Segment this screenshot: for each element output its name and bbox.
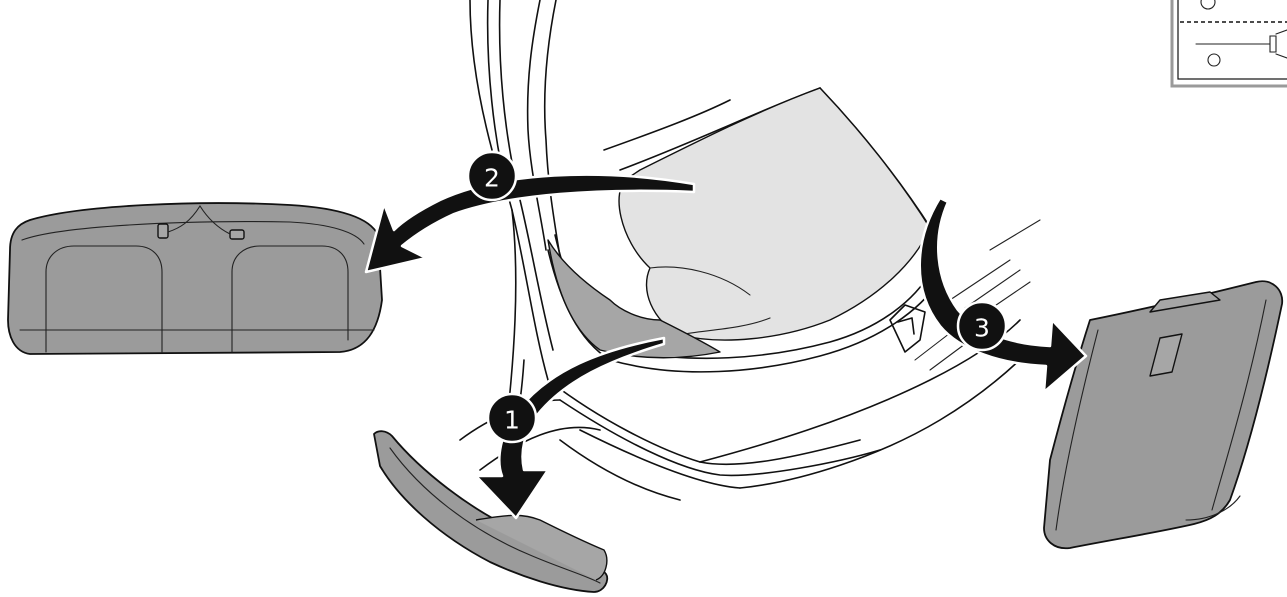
- step-badge-3: 3: [958, 302, 1006, 350]
- step-number-3: 3: [974, 314, 990, 343]
- step-badge-2: 2: [468, 152, 516, 200]
- tools-box: [1172, 0, 1287, 86]
- step-badge-1: 1: [488, 394, 536, 442]
- step-number-2: 2: [484, 164, 500, 193]
- sill-trim-removed: [374, 431, 607, 592]
- seat-cushion-in-car: [619, 88, 930, 340]
- seat-backrest-removed: [8, 203, 382, 354]
- seat-cushion-removed: [1044, 281, 1282, 548]
- step-number-1: 1: [504, 406, 520, 435]
- arrow-step-3: [920, 198, 1086, 392]
